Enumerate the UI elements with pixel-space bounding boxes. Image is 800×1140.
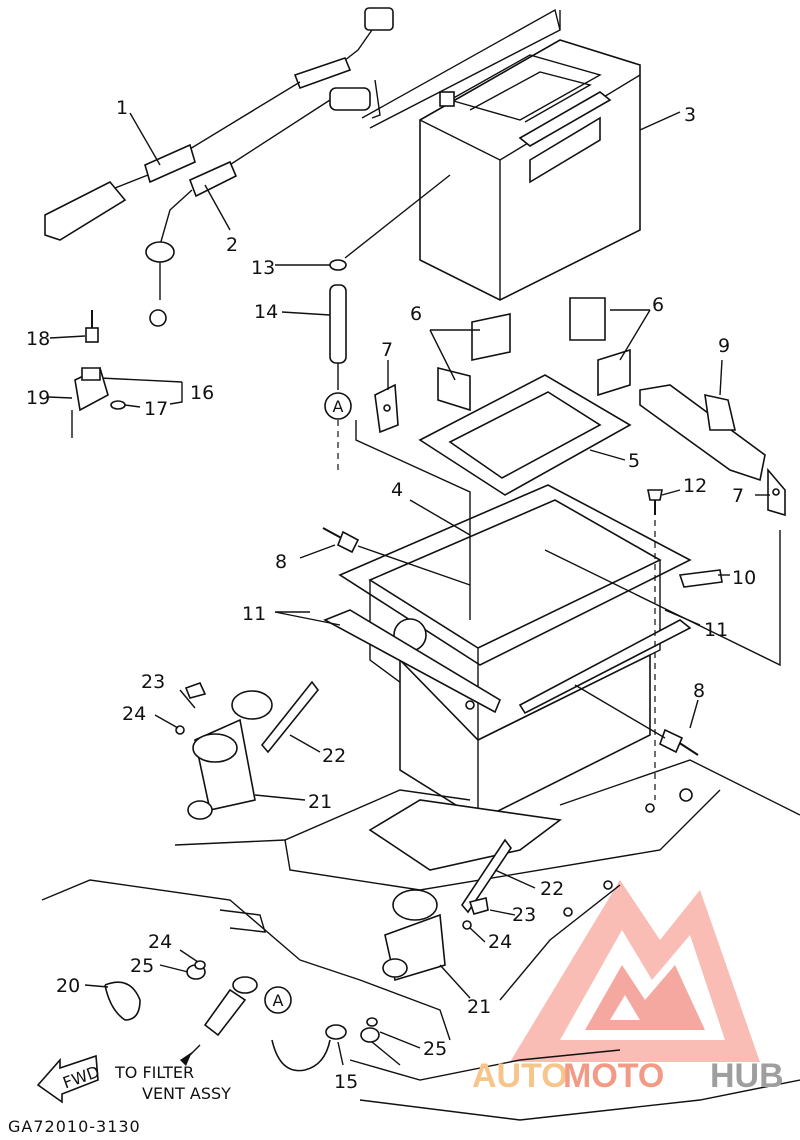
scupper-lower <box>382 838 512 982</box>
callout-2: 2 <box>226 234 238 256</box>
watermark-moto: MOTO <box>563 1057 664 1095</box>
callout-19: 19 <box>26 387 50 409</box>
callout-24d: 25 <box>423 1038 447 1060</box>
watermark-text: AUTO MOTO HUB <box>472 1057 784 1095</box>
hull-deck <box>41 759 800 1121</box>
battery-band <box>639 384 766 482</box>
battery-cable-negative <box>44 7 394 241</box>
battery <box>419 39 641 301</box>
callout-23b: 23 <box>512 904 536 926</box>
callout-25a: 25 <box>130 955 154 977</box>
callout-15: 15 <box>334 1071 358 1093</box>
callout-10: 10 <box>732 567 756 589</box>
callout-23a: 23 <box>141 671 165 693</box>
screws <box>322 489 699 756</box>
switch-holder <box>71 310 126 438</box>
callout-labels: 1 2 3 4 5 6 6 7 7 8 8 9 10 11 11 12 13 1… <box>26 97 756 1093</box>
callout-22b: 22 <box>540 878 564 900</box>
callout-4: 4 <box>391 479 403 501</box>
callout-6a: 6 <box>410 303 422 325</box>
leader-lines <box>47 111 770 1066</box>
brackets <box>374 383 786 517</box>
callout-13: 13 <box>251 257 275 279</box>
filter-note-line2: VENT ASSY <box>142 1084 231 1103</box>
callout-14: 14 <box>254 301 278 323</box>
battery-pads <box>437 297 631 412</box>
callout-24a: 24 <box>122 703 146 725</box>
callout-20: 20 <box>56 975 80 997</box>
callout-6b: 6 <box>652 294 664 316</box>
fwd-arrow: FWD <box>36 1054 102 1104</box>
callout-8b: 8 <box>693 680 705 702</box>
callout-7a: 7 <box>381 339 393 361</box>
battery-cable-positive <box>145 79 381 327</box>
figure-code: GA72010-3130 <box>8 1117 141 1136</box>
callout-1: 1 <box>116 97 128 119</box>
callout-24b: 24 <box>148 931 172 953</box>
breather-pipe <box>329 284 347 390</box>
callout-3: 3 <box>684 104 696 126</box>
vent-hose <box>104 960 380 1072</box>
callout-24c: 24 <box>488 931 512 953</box>
battery-tray <box>418 374 632 496</box>
callout-8a: 8 <box>275 551 287 573</box>
callout-12: 12 <box>683 475 707 497</box>
watermark-logo <box>510 880 760 1062</box>
ref-a-upper-label: A <box>333 397 344 416</box>
scupper-upper <box>175 680 320 820</box>
callout-9: 9 <box>718 335 730 357</box>
callout-21a: 21 <box>308 791 332 813</box>
callout-17: 17 <box>144 398 168 420</box>
watermark-auto: AUTO <box>472 1057 568 1095</box>
callout-5: 5 <box>628 450 640 472</box>
callout-11b: 11 <box>704 619 728 641</box>
battery-case <box>338 484 692 827</box>
callout-7b: 7 <box>732 485 744 507</box>
callout-11a: 11 <box>242 603 266 625</box>
callout-16: 16 <box>190 382 214 404</box>
ref-a-lower: A <box>264 986 292 1014</box>
watermark-hub: HUB <box>710 1057 784 1095</box>
callout-18: 18 <box>26 328 50 350</box>
ref-a-lower-label: A <box>273 991 284 1010</box>
ref-a-upper: A <box>324 392 352 420</box>
filter-note-line1: TO FILTER <box>114 1063 194 1082</box>
callout-21b: 21 <box>467 996 491 1018</box>
rubber-strips <box>323 569 723 715</box>
callout-22a: 22 <box>322 745 346 767</box>
